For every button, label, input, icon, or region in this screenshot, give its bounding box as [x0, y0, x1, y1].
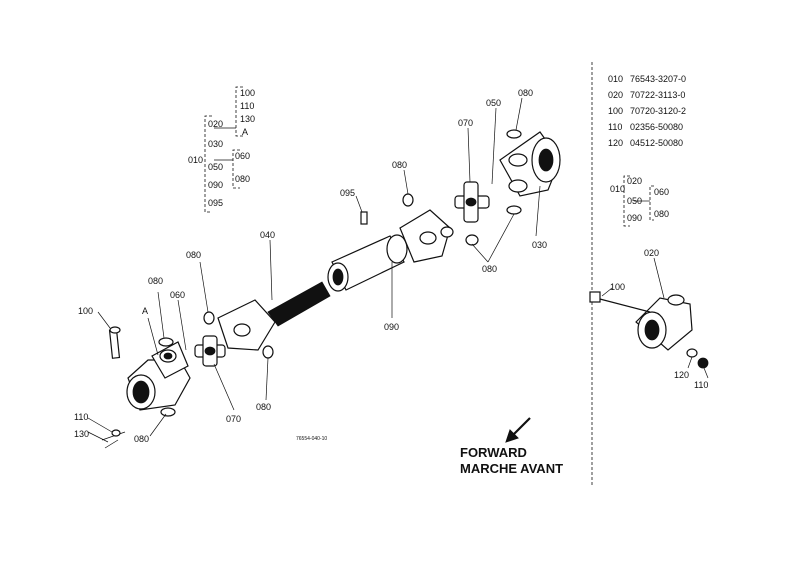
callout-080-e: 080: [392, 160, 407, 170]
callout-070-right: 070: [458, 118, 473, 128]
parts-code-2: 70722-3113-0: [630, 90, 685, 100]
callout-080-f: 080: [518, 88, 533, 98]
callout-090: 090: [384, 322, 399, 332]
callout-080-a: 080: [148, 276, 163, 286]
tree-item-080: 080: [235, 174, 250, 184]
parts-ref-2: 020: [608, 90, 623, 100]
callout-020-right: 020: [644, 248, 659, 258]
callout-050: 050: [486, 98, 501, 108]
callout-070-left: 070: [226, 414, 241, 424]
parts-ref-4: 110: [608, 122, 622, 132]
tree-item-050: 050: [208, 162, 223, 172]
tree-item-010: 010: [188, 155, 203, 165]
forward-arrow-icon: [505, 417, 531, 443]
yoke-030: [499, 131, 561, 197]
callout-labels: 100 A 060 080 080 110 130 080 070 080 04…: [74, 88, 708, 444]
parts-code-1: 76543-3207-0: [630, 74, 686, 84]
callout-a: A: [142, 306, 148, 316]
leader-lines: [87, 97, 709, 443]
parts-code-5: 04512-50080: [630, 138, 683, 148]
callout-100-right: 100: [610, 282, 625, 292]
tree-right-010: 010: [610, 184, 625, 194]
cross-070-left: [194, 335, 226, 367]
callout-110: 110: [74, 412, 88, 422]
tree-right-080: 080: [654, 209, 669, 219]
callout-120-right: 120: [674, 370, 689, 380]
callout-030: 030: [532, 240, 547, 250]
marche-avant-label: MARCHE AVANT: [460, 461, 563, 476]
tree-right-020: 020: [627, 176, 642, 186]
parts-list: 010 76543-3207-0 020 70722-3113-0 100 70…: [608, 74, 686, 148]
grease-nipple-095: [360, 211, 368, 225]
tree-item-110: 110: [240, 101, 254, 111]
cross-070-right: [454, 181, 490, 223]
tree-right-090: 090: [627, 213, 642, 223]
tree-item-030: 030: [208, 139, 223, 149]
assembly-tree-left: 100 110 130 A 020 030 010 050 060 080 09…: [188, 86, 255, 213]
forward-label: FORWARD: [460, 445, 527, 460]
tree-item-060: 060: [235, 151, 250, 161]
callout-100: 100: [78, 306, 93, 316]
callout-110-right: 110: [694, 380, 708, 390]
snap-rings-right: [402, 129, 522, 246]
callout-060: 060: [170, 290, 185, 300]
parts-ref-3: 100: [608, 106, 623, 116]
tree-item-100: 100: [240, 88, 255, 98]
tree-right-050: 050: [627, 196, 642, 206]
tree-right-060: 060: [654, 187, 669, 197]
callout-080-g: 080: [482, 264, 497, 274]
callout-080-c: 080: [134, 434, 149, 444]
bolt-100: [108, 326, 121, 359]
parts-code-3: 70720-3120-2: [630, 106, 686, 116]
tree-item-a: A: [242, 127, 248, 137]
drawing-number: 76554-040-10: [296, 436, 327, 442]
yoke-020-detail: [589, 291, 709, 369]
tube-090: [327, 234, 408, 292]
tree-item-130: 130: [240, 114, 255, 124]
parts-code-4: 02356-50080: [630, 122, 683, 132]
callout-095: 095: [340, 188, 355, 198]
callout-130: 130: [74, 429, 89, 439]
shaft-040: [217, 281, 331, 351]
nut-110-pin-130: [101, 429, 126, 449]
tree-item-095: 095: [208, 198, 223, 208]
tree-item-090: 090: [208, 180, 223, 190]
tree-item-020: 020: [208, 119, 223, 129]
parts-ref-1: 010: [608, 74, 623, 84]
yoke-left: [126, 341, 191, 411]
callout-040: 040: [260, 230, 275, 240]
inner-yoke: [399, 209, 454, 263]
callout-080-d: 080: [256, 402, 271, 412]
parts-ref-5: 120: [608, 138, 623, 148]
callout-080-b: 080: [186, 250, 201, 260]
assembly-tree-right: 010 020 050 060 080 090: [610, 175, 669, 227]
